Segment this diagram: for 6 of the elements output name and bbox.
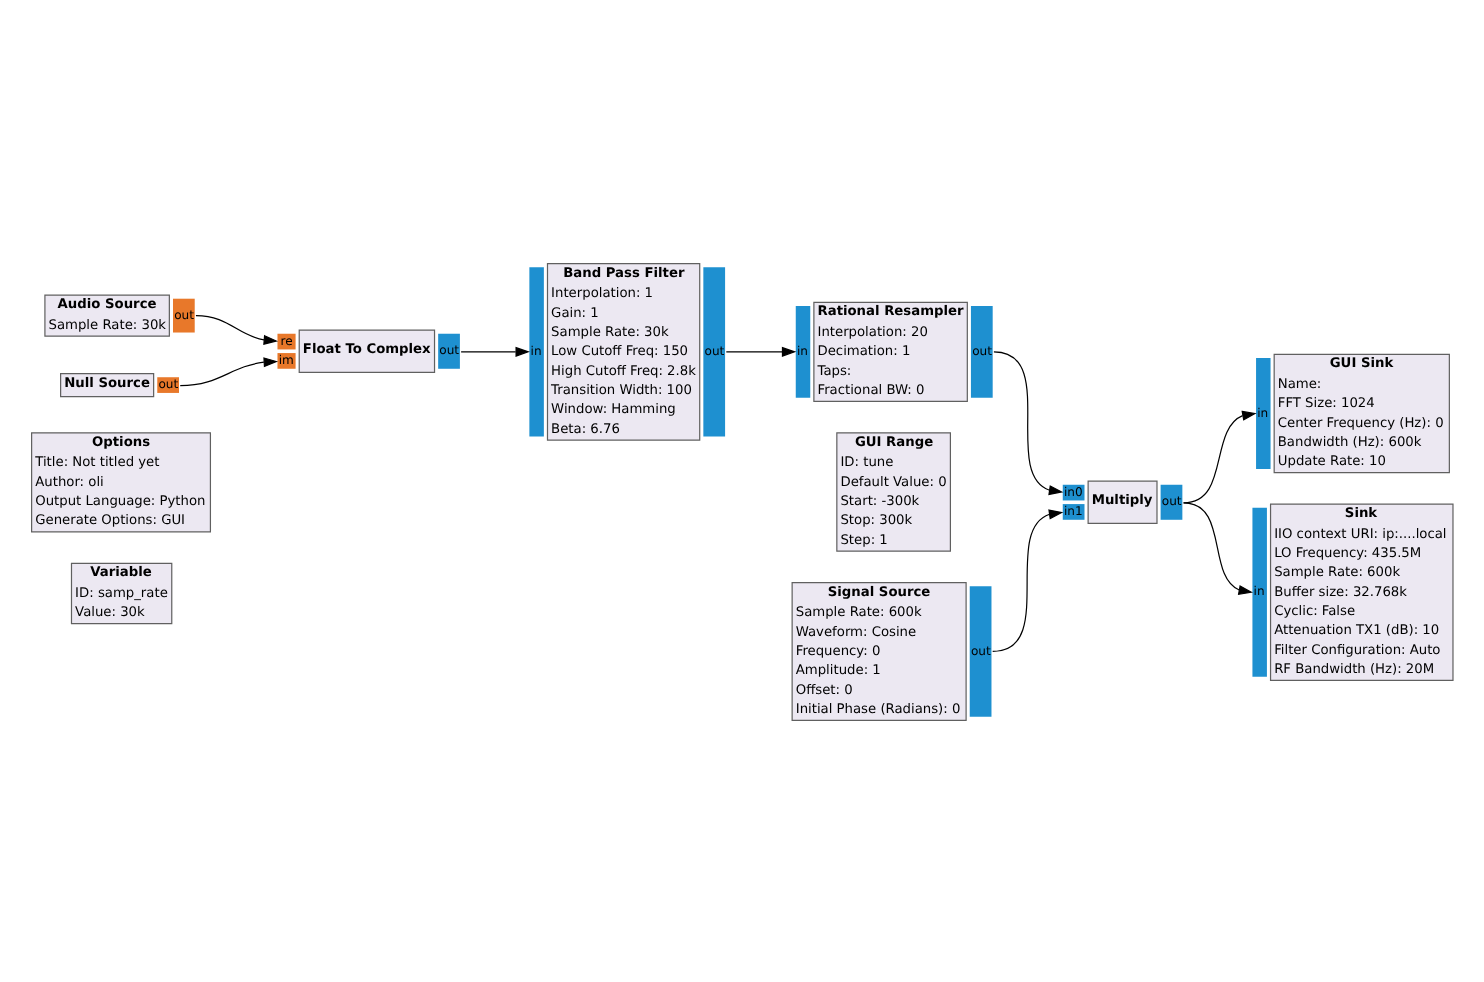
arrow — [992, 508, 1064, 652]
arrow — [1182, 409, 1257, 503]
arrow — [725, 345, 797, 356]
arrow — [179, 356, 279, 386]
arrow — [1182, 501, 1254, 594]
arrow — [460, 345, 530, 356]
